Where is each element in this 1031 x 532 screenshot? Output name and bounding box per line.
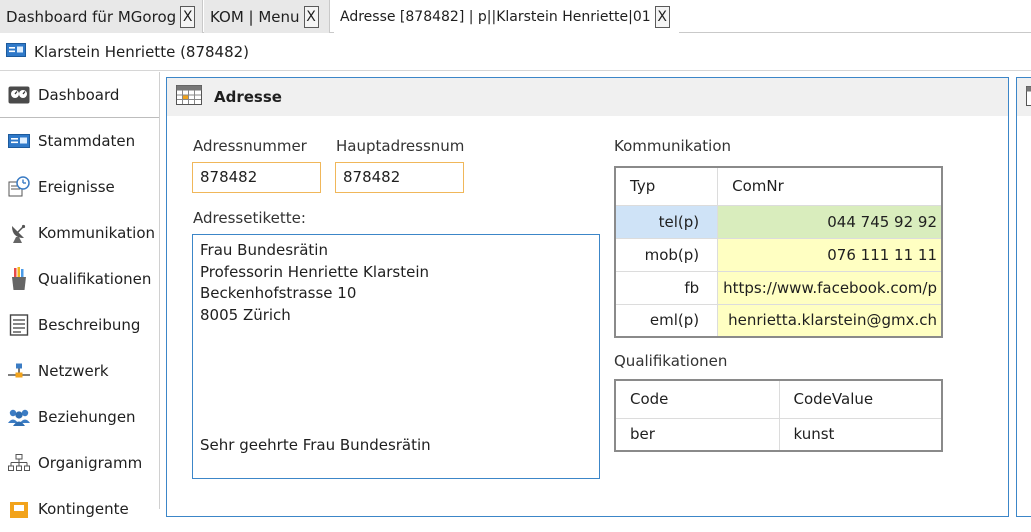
sidebar-item-qualifikationen[interactable]: Qualifikationen — [0, 256, 159, 302]
sidebar-item-label: Kommunikation — [38, 224, 155, 242]
sidebar: Dashboard Stammdaten Ereignisse Kommunik… — [0, 72, 160, 509]
adressnummer-label: Adressnummer — [193, 137, 307, 155]
secondary-panel — [1016, 77, 1031, 517]
adressetikette-textarea[interactable]: Frau Bundesrätin Professorin Henriette K… — [192, 234, 600, 479]
column-header-codevalue[interactable]: CodeValue — [779, 380, 942, 418]
sidebar-item-beziehungen[interactable]: Beziehungen — [0, 394, 159, 440]
tab-label: KOM | Menu — [210, 8, 300, 26]
sidebar-item-label: Ereignisse — [38, 178, 115, 196]
address-line: Professorin Henriette Klarstein — [200, 262, 592, 284]
satellite-dish-icon — [7, 222, 31, 244]
sidebar-item-label: Netzwerk — [38, 362, 109, 380]
tab-dashboard[interactable]: Dashboard für MGorog X — [0, 0, 203, 33]
sidebar-item-organigramm[interactable]: Organigramm — [0, 440, 159, 486]
sidebar-item-netzwerk[interactable]: Netzwerk — [0, 348, 159, 394]
cell-comnr[interactable]: 044 745 92 92 — [718, 205, 942, 238]
sidebar-item-label: Beschreibung — [38, 316, 140, 334]
grid-header-row: Typ ComNr — [615, 167, 942, 205]
hauptadressnummer-field[interactable]: 878482 — [335, 162, 464, 193]
tab-label: Adresse [878482] | p||Klarstein Henriett… — [340, 9, 651, 25]
panel-title: Adresse — [214, 88, 282, 106]
cell-code[interactable]: ber — [615, 418, 779, 451]
cell-comnr[interactable]: https://www.facebook.com/p — [718, 271, 942, 304]
sidebar-item-stammdaten[interactable]: Stammdaten — [0, 118, 159, 164]
qualifikationen-label: Qualifikationen — [614, 352, 727, 370]
cell-comnr[interactable]: henrietta.klarstein@gmx.ch — [718, 304, 942, 337]
page-title: Klarstein Henriette (878482) — [34, 43, 249, 61]
cell-typ[interactable]: mob(p) — [615, 238, 718, 271]
sidebar-item-kommunikation[interactable]: Kommunikation — [0, 210, 159, 256]
tab-label: Dashboard für MGorog — [6, 8, 176, 26]
column-header-code[interactable]: Code — [615, 380, 779, 418]
kommunikation-grid: Typ ComNr tel(p) 044 745 92 92 mob(p) 07… — [614, 166, 943, 338]
pencil-cup-icon — [7, 267, 31, 291]
id-card-icon — [7, 133, 31, 149]
cell-typ[interactable]: fb — [615, 271, 718, 304]
sidebar-item-label: Qualifikationen — [38, 270, 151, 288]
tab-kom-menu[interactable]: KOM | Menu X — [204, 0, 330, 33]
dashboard-icon — [7, 86, 31, 104]
table-row[interactable]: tel(p) 044 745 92 92 — [615, 205, 942, 238]
tab-adresse[interactable]: Adresse [878482] | p||Klarstein Henriett… — [334, 0, 679, 33]
table-row[interactable]: eml(p) henrietta.klarstein@gmx.ch — [615, 304, 942, 337]
table-row[interactable]: mob(p) 076 111 11 11 — [615, 238, 942, 271]
hauptadressnummer-label: Hauptadressnumn — [336, 137, 464, 155]
sidebar-item-label: Stammdaten — [38, 132, 135, 150]
cell-codevalue[interactable]: kunst — [779, 418, 942, 451]
table-row[interactable]: ber kunst — [615, 418, 942, 451]
column-header-typ[interactable]: Typ — [615, 167, 718, 205]
qualifikationen-grid: Code CodeValue ber kunst — [614, 379, 943, 452]
org-chart-icon — [7, 454, 31, 472]
people-icon — [7, 408, 31, 426]
panel-header: Adresse — [167, 78, 1008, 116]
close-icon[interactable]: X — [180, 6, 195, 28]
secondary-panel-header — [1017, 78, 1031, 116]
sidebar-item-label: Kontingente — [38, 500, 129, 518]
greeting-line: Sehr geehrte Frau Bundesrätin — [200, 435, 431, 457]
sidebar-item-ereignisse[interactable]: Ereignisse — [0, 164, 159, 210]
address-line: Beckenhofstrasse 10 — [200, 283, 592, 305]
cell-typ[interactable]: eml(p) — [615, 304, 718, 337]
sidebar-item-dashboard[interactable]: Dashboard — [0, 72, 159, 118]
calendar-grid-icon — [1026, 92, 1031, 110]
close-icon[interactable]: X — [304, 6, 319, 28]
record-header: Klarstein Henriette (878482) — [0, 34, 1031, 71]
sidebar-item-beschreibung[interactable]: Beschreibung — [0, 302, 159, 348]
sidebar-item-label: Beziehungen — [38, 408, 136, 426]
adressnummer-field[interactable]: 878482 — [192, 162, 321, 193]
network-icon — [7, 363, 31, 379]
id-card-icon — [6, 42, 26, 62]
address-line: Frau Bundesrätin — [200, 240, 592, 262]
adressetikette-label: Adressetikette: — [193, 209, 306, 227]
kommunikation-label: Kommunikation — [614, 137, 731, 155]
document-list-icon — [7, 314, 31, 336]
tab-bar: Dashboard für MGorog X KOM | Menu X Adre… — [0, 0, 1031, 33]
grid-header-row: Code CodeValue — [615, 380, 942, 418]
close-icon[interactable]: X — [655, 6, 670, 28]
calendar-grid-icon — [176, 85, 202, 109]
box-icon — [7, 499, 31, 519]
cell-comnr[interactable]: 076 111 11 11 — [718, 238, 942, 271]
cell-typ[interactable]: tel(p) — [615, 205, 718, 238]
sidebar-item-kontingente[interactable]: Kontingente — [0, 486, 159, 532]
table-row[interactable]: fb https://www.facebook.com/p — [615, 271, 942, 304]
address-line: 8005 Zürich — [200, 305, 592, 327]
sidebar-item-label: Dashboard — [38, 86, 119, 104]
sidebar-item-label: Organigramm — [38, 454, 142, 472]
calendar-clock-icon — [7, 176, 31, 198]
column-header-comnr[interactable]: ComNr — [718, 167, 942, 205]
